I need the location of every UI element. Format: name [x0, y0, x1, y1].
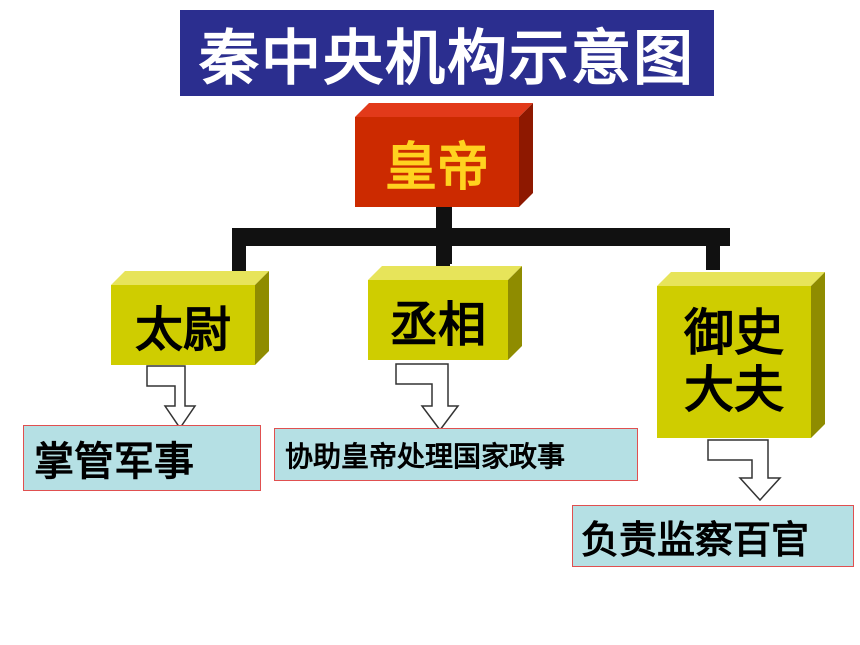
chengxiang-label: 丞相 [368, 280, 508, 360]
taiwei-node: 太尉 [111, 271, 269, 365]
yushi-duty: 负责监察百官 [572, 505, 854, 567]
chengxiang-node: 丞相 [368, 266, 522, 360]
yushi-label-line2: 大夫 [684, 361, 784, 419]
yushi-label-line1: 御史 [684, 303, 784, 362]
emperor-node: 皇帝 [355, 103, 533, 207]
arrow-yushi [707, 439, 782, 502]
chengxiang-duty: 协助皇帝处理国家政事 [274, 428, 638, 481]
emperor-label: 皇帝 [355, 117, 519, 207]
taiwei-label: 太尉 [111, 285, 255, 365]
arrow-chengxiang [395, 363, 460, 432]
diagram-title: 秦中央机构示意图 [180, 10, 714, 96]
arrow-taiwei [146, 365, 197, 430]
yushi-node: 御史 大夫 [657, 272, 825, 438]
taiwei-duty: 掌管军事 [23, 425, 261, 491]
